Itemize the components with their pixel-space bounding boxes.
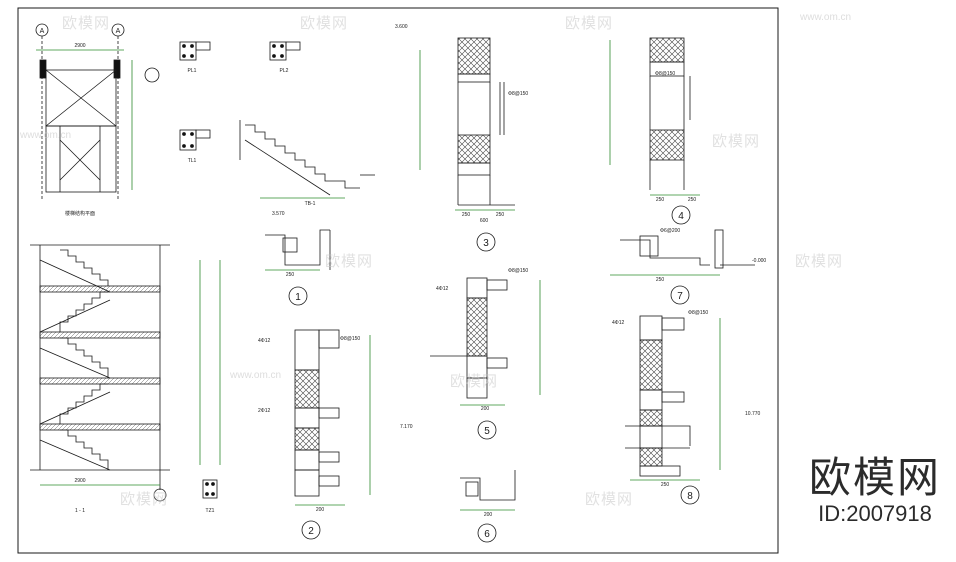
watermark-url: www.om.cn (800, 12, 852, 23)
dim-d4-b: 250 (688, 197, 697, 203)
axis-tag-a2 (111, 23, 125, 37)
rebar-label-d4: Φ8@150 (655, 71, 675, 77)
rebar-label-d5-a: 4Φ12 (436, 286, 449, 292)
stair-plan (36, 36, 160, 200)
brand-block: 欧模网 ID:2007918 (800, 455, 950, 527)
dim-d3-b: 250 (496, 212, 505, 218)
detail-4 (609, 37, 700, 225)
section-number-6: 6 (484, 529, 490, 540)
watermark-brand: 欧模网 (300, 15, 349, 32)
dim-d4-a: 250 (656, 197, 665, 203)
section-number-7: 7 (677, 291, 683, 302)
watermark-brand: 欧模网 (585, 491, 634, 508)
dim-d2: 200 (316, 507, 325, 513)
watermark-brand: 欧模网 (325, 253, 374, 270)
detail-3 (419, 37, 515, 252)
beam-label-pl1: PL1 (188, 68, 197, 74)
rebar-label-d2-b: 2Φ12 (258, 408, 271, 414)
section-number-1: 1 (295, 292, 301, 303)
rebar-label-d2-a: 4Φ12 (258, 338, 271, 344)
elev-d7: -0.000 (752, 258, 766, 264)
watermark-brand: 欧模网 (795, 253, 844, 270)
dim-section-bottom: 2900 (74, 478, 85, 484)
axis-tag-text-1: A (40, 28, 45, 35)
watermark-brand: 欧模网 (712, 133, 761, 150)
stair-slab-tb1 (239, 120, 375, 199)
dim-d1: 250 (286, 272, 295, 278)
detail-2 (294, 329, 371, 540)
dim-d5: 200 (481, 406, 490, 412)
watermark-brand: 欧模网 (120, 491, 169, 508)
dim-d8: 250 (661, 482, 670, 488)
rebar-label-d7: Φ6@200 (660, 228, 680, 234)
section-number-5: 5 (484, 426, 490, 437)
beam-label-pl2: PL2 (280, 68, 289, 74)
dim-plan-top: 2900 (74, 43, 85, 49)
detail-8 (625, 315, 721, 505)
plan-title: 楼梯结构平面 (65, 210, 95, 217)
watermark-url: www.om.cn (230, 370, 282, 381)
brand-name: 欧模网 (808, 453, 941, 502)
watermark-brand: 欧模网 (450, 373, 499, 390)
section-number-8: 8 (687, 491, 693, 502)
elev-d1: 3.570 (272, 211, 285, 217)
detail-1 (265, 229, 331, 306)
elev-d3: 3.600 (395, 24, 408, 30)
axis-tag-a1 (35, 23, 49, 37)
detail-7 (610, 229, 755, 305)
elev-d8: 10.770 (745, 411, 761, 417)
watermark-brand: 欧模网 (62, 15, 111, 32)
stair-section (30, 244, 221, 502)
rebar-label-d2-top: Φ8@150 (340, 336, 360, 342)
section-number-2: 2 (308, 526, 314, 537)
elev-d2: 7.170 (400, 424, 413, 430)
stair-slab-label: TB-1 (305, 201, 316, 207)
rebar-label-d8-a: 4Φ12 (612, 320, 625, 326)
detail-5 (430, 277, 541, 440)
detail-6 (460, 470, 516, 543)
rebar-label-d8: Φ8@150 (688, 310, 708, 316)
beam-label-tl1: TL1 (188, 158, 197, 164)
sheet-border (17, 7, 779, 554)
tz1-detail (202, 479, 218, 499)
brand-id: ID:2007918 (818, 501, 932, 526)
beam-label-tz1: TZ1 (206, 508, 215, 514)
beam-details (179, 41, 301, 151)
axis-tag-text-2: A (116, 28, 121, 35)
watermark-brand: 欧模网 (565, 15, 614, 32)
rebar-label-d5: Φ8@150 (508, 268, 528, 274)
section-number-4: 4 (678, 211, 684, 222)
dim-d3-a: 250 (462, 212, 471, 218)
dim-d3-total: 600 (480, 218, 489, 224)
watermark-url: www.om.cn (20, 130, 72, 141)
dim-d6: 200 (484, 512, 493, 518)
rebar-label-d3: Φ8@150 (508, 91, 528, 97)
section-title: 1 - 1 (75, 508, 85, 514)
dim-d7: 250 (656, 277, 665, 283)
section-number-3: 3 (483, 238, 489, 249)
